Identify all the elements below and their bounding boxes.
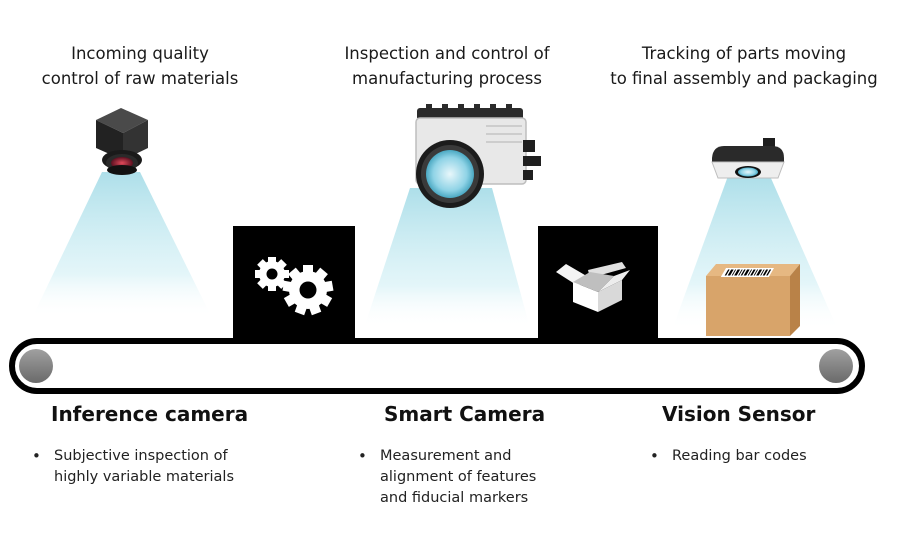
smart-camera-bullets: Measurement and alignment of features an… — [354, 446, 536, 509]
stage-title-final-assembly: Tracking of parts moving to final assemb… — [610, 44, 878, 88]
smart-camera-label: Smart Camera — [384, 402, 546, 426]
list-item: Subjective inspection of highly variable… — [28, 446, 234, 488]
left-roller — [19, 349, 53, 383]
right-roller — [819, 349, 853, 383]
barcode-carton-icon — [706, 264, 800, 336]
vision-sensor-bullets: Reading bar codes — [646, 446, 807, 467]
smart-camera-icon — [415, 104, 541, 208]
stage-title-incoming-quality: Incoming quality control of raw material… — [41, 44, 239, 88]
open-box-icon — [556, 262, 630, 312]
box-panel — [538, 226, 658, 342]
gears-panel — [233, 226, 355, 342]
list-item: Measurement and alignment of features an… — [354, 446, 536, 509]
vision-sensor-label: Vision Sensor — [662, 402, 816, 426]
inference-camera-label: Inference camera — [51, 402, 249, 426]
inference-camera-icon — [96, 108, 148, 175]
conveyor-belt-icon — [9, 338, 865, 394]
inference-camera-bullets: Subjective inspection of highly variable… — [28, 446, 234, 488]
inference-camera-beam — [32, 172, 212, 318]
vision-sensor-icon — [711, 138, 785, 179]
list-item: Reading bar codes — [646, 446, 807, 467]
stage-title-manufacturing-process: Inspection and control of manufacturing … — [344, 44, 550, 88]
smart-camera-beam — [364, 188, 530, 328]
